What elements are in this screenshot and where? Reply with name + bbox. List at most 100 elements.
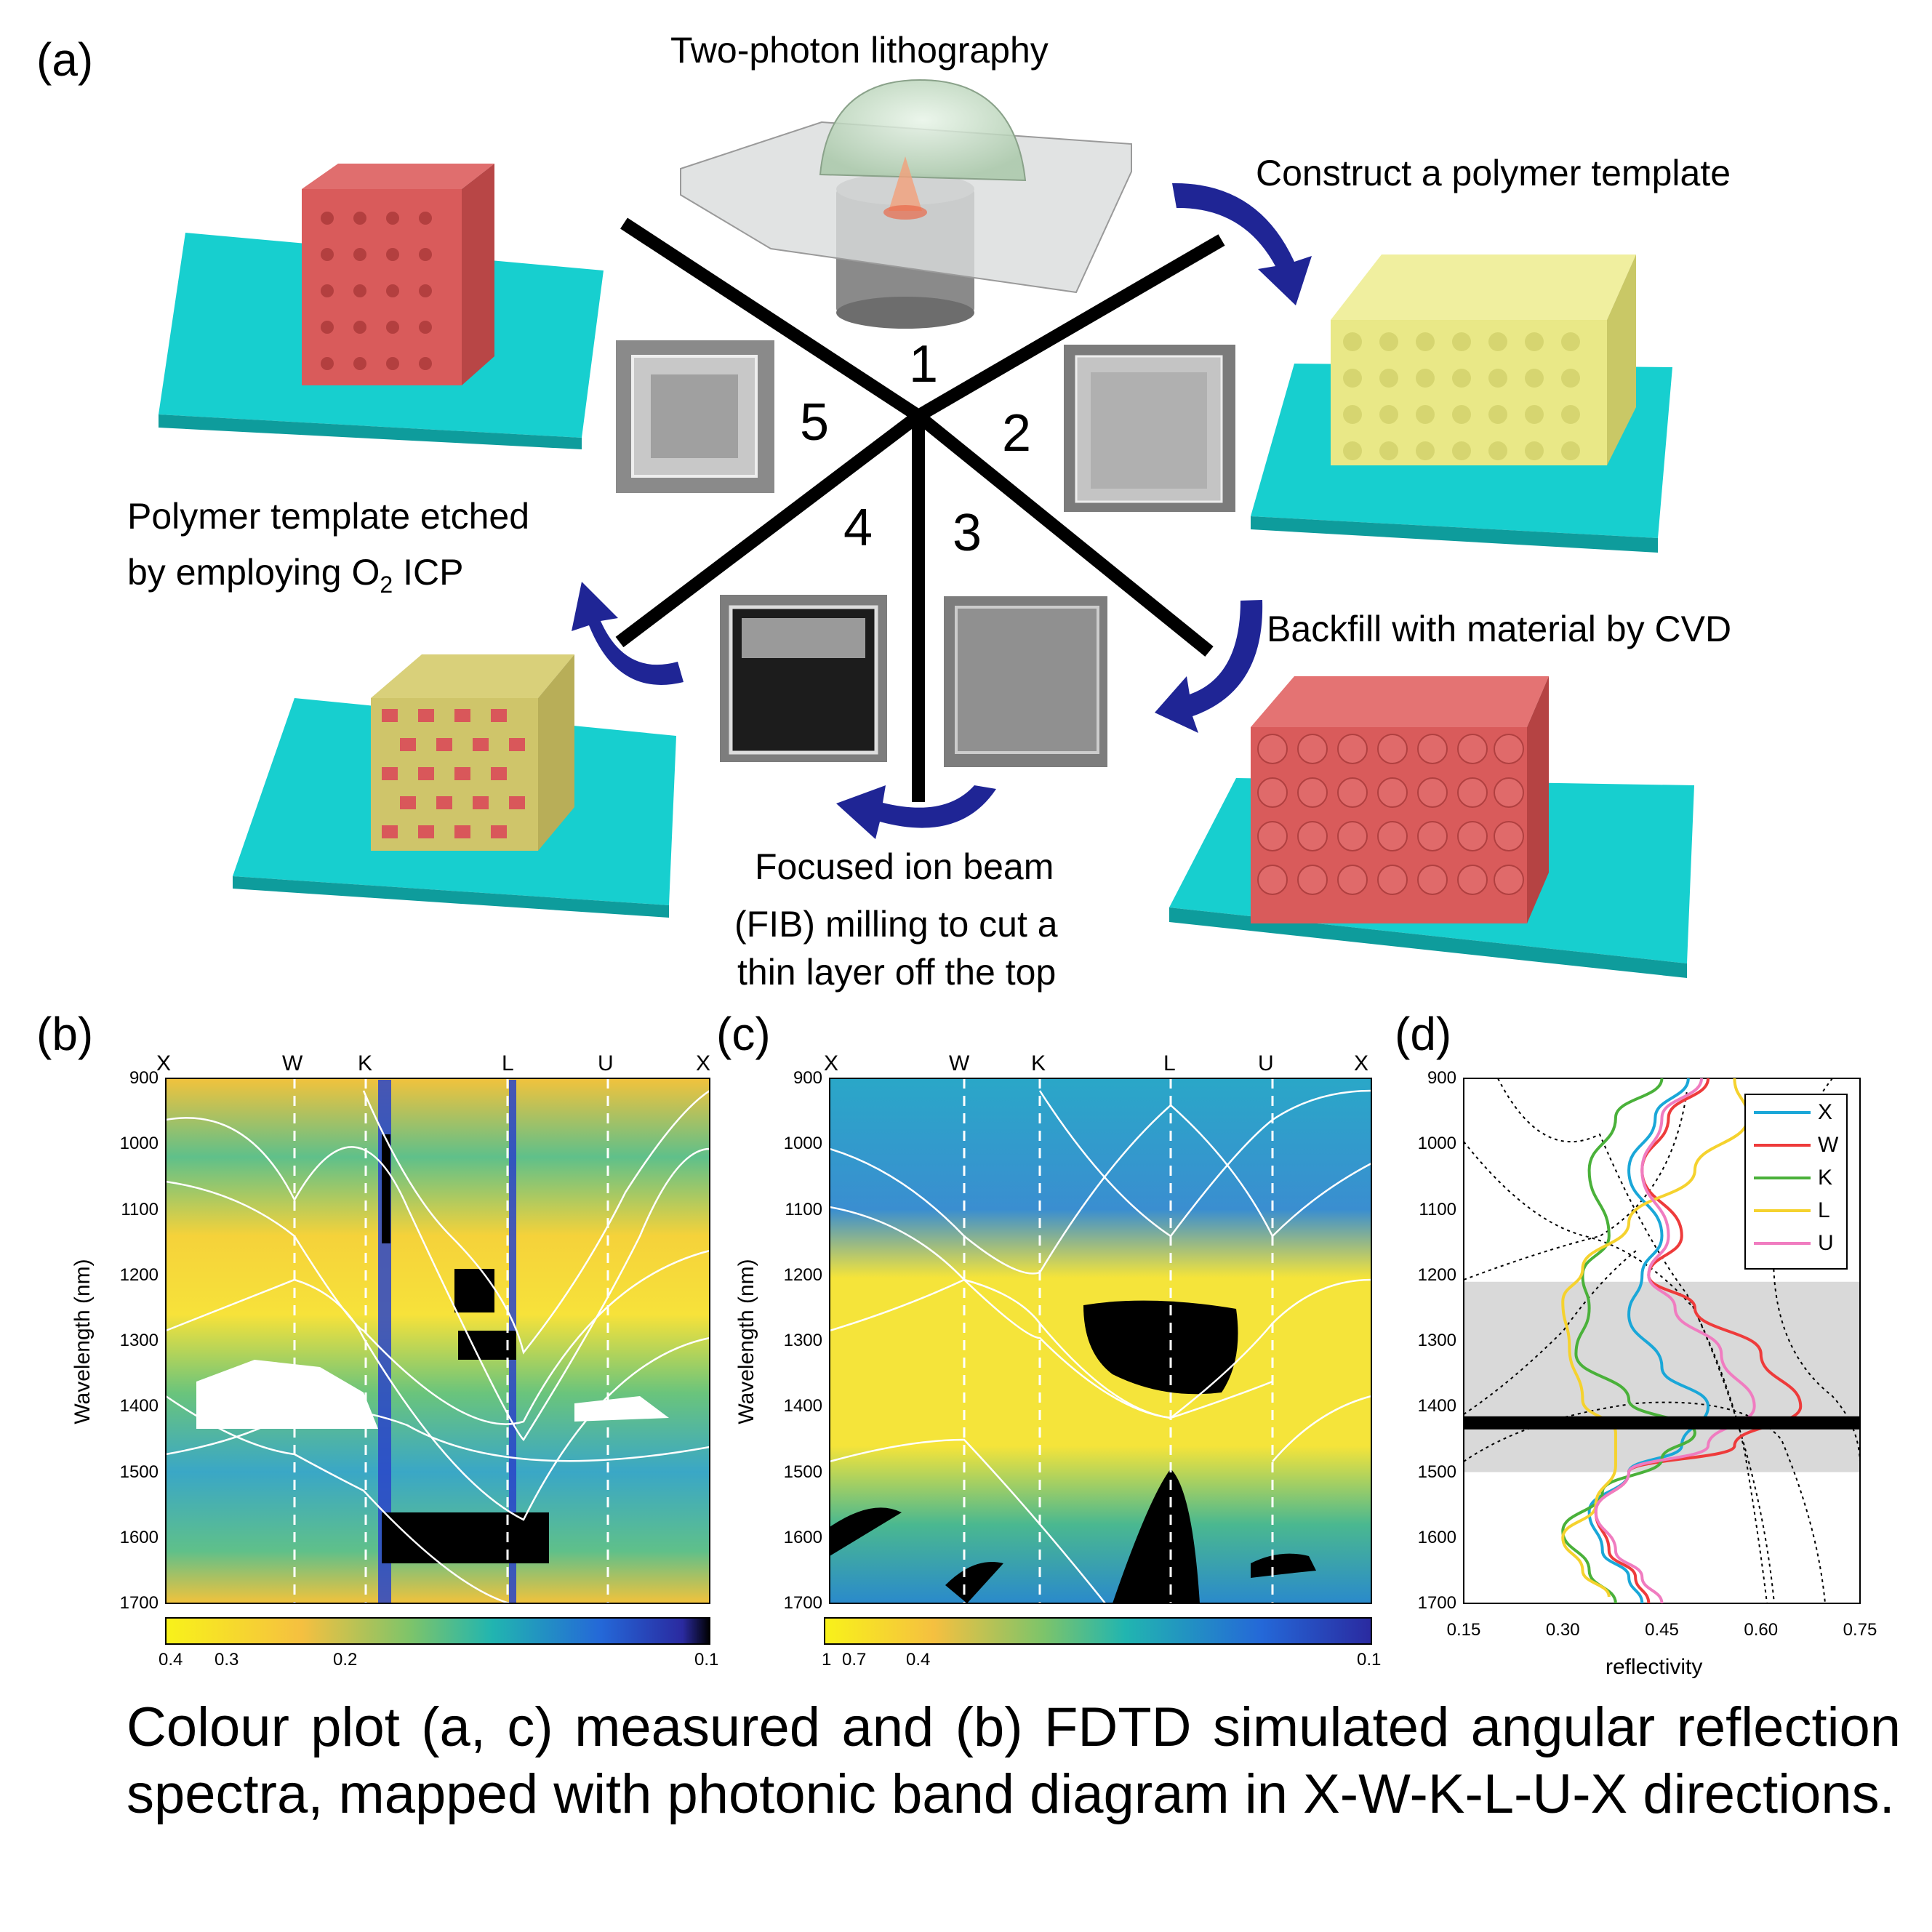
b-cb-tick-4: 0.1 — [694, 1650, 719, 1670]
step-number-4: 4 — [843, 499, 873, 557]
d-xtick-0.75: 0.75 — [1843, 1620, 1877, 1640]
panel-d-letter: (d) — [1395, 1008, 1452, 1060]
d-xlabel: reflectivity — [1606, 1655, 1703, 1679]
sem-image-step5 — [616, 340, 774, 493]
sem-image-step4 — [720, 595, 887, 762]
sem-image-step2 — [1064, 345, 1235, 512]
c-ytick-1300: 1300 — [783, 1331, 822, 1350]
b-sym-L: L — [502, 1051, 514, 1075]
c-sym-X1: X — [824, 1051, 839, 1075]
panel-a-letter: (a) — [36, 33, 94, 86]
panel-b-heatmap — [165, 1078, 710, 1645]
b-cb-tick-1: 0.4 — [159, 1650, 183, 1670]
c-cb-tick-3: 0.4 — [906, 1650, 931, 1670]
step-4-title-line2: (FIB) milling to cut a — [734, 904, 1058, 945]
series-X-line — [1587, 1078, 1710, 1604]
b-sym-W: W — [282, 1051, 303, 1075]
d-xtick-0.30: 0.30 — [1545, 1620, 1580, 1640]
arrow-to-step2 — [1172, 183, 1312, 305]
d-ytick-900: 900 — [1427, 1068, 1456, 1088]
arrow-to-step5 — [572, 582, 684, 685]
c-ytick-900: 900 — [793, 1068, 822, 1088]
b-ylabel: Wavelength (nm) — [71, 1259, 95, 1424]
c-ytick-1600: 1600 — [783, 1527, 822, 1547]
step-5-title-line1: Polymer template etched — [127, 496, 530, 537]
figure-caption: Colour plot (a, c) measured and (b) FDTD… — [127, 1696, 1901, 1825]
c-ylabel: Wavelength (nm) — [734, 1259, 758, 1424]
panel-d-plot — [1463, 1078, 1861, 1604]
d-ytick-1600: 1600 — [1417, 1527, 1456, 1547]
series-U-line — [1594, 1078, 1756, 1604]
d-ytick-1300: 1300 — [1417, 1331, 1456, 1350]
b-sym-X2: X — [696, 1051, 711, 1075]
b-ytick-1600: 1600 — [119, 1527, 159, 1547]
c-ytick-1700: 1700 — [783, 1593, 822, 1613]
milled-cube-illustration — [233, 654, 676, 918]
d-ytick-1400: 1400 — [1417, 1396, 1456, 1416]
c-ytick-1200: 1200 — [783, 1264, 822, 1285]
arrow-to-step3 — [1155, 600, 1263, 733]
backfilled-lattice-illustration — [1169, 676, 1694, 978]
c-sym-K: K — [1031, 1051, 1046, 1075]
panel-c-letter: (c) — [716, 1008, 771, 1060]
d-xtick-0.45: 0.45 — [1645, 1620, 1679, 1640]
d-xtick-0.60: 0.60 — [1744, 1620, 1779, 1640]
arrow-to-step4 — [836, 785, 996, 839]
b-cb-tick-2: 0.3 — [215, 1650, 239, 1670]
b-cb-tick-3: 0.2 — [333, 1650, 358, 1670]
d-ytick-1700: 1700 — [1417, 1593, 1456, 1613]
legend-label-K: K — [1818, 1166, 1833, 1190]
series-K-line — [1561, 1078, 1696, 1604]
shaded-band — [1464, 1281, 1859, 1472]
gap-band — [1464, 1281, 1859, 1472]
d-ytick-1100: 1100 — [1419, 1199, 1456, 1219]
c-cb-tick-1: 1 — [822, 1650, 832, 1670]
b-ytick-1200: 1200 — [119, 1264, 159, 1285]
process-spokes — [615, 217, 1225, 802]
lithography-setup-illustration — [680, 79, 1132, 329]
d-ytick-1200: 1200 — [1417, 1264, 1456, 1285]
b-ytick-1500: 1500 — [119, 1462, 159, 1482]
b-ytick-1700: 1700 — [119, 1593, 159, 1613]
series-L-line — [1561, 1078, 1749, 1598]
b-ytick-1000: 1000 — [119, 1134, 159, 1154]
inverse-lattice-illustration — [159, 164, 604, 449]
step-number-2: 2 — [1002, 404, 1032, 462]
marker-line — [1464, 1416, 1861, 1430]
b-sym-X1: X — [156, 1051, 172, 1075]
step-1-title: Two-photon lithography — [670, 30, 1049, 71]
step-number-1: 1 — [909, 335, 939, 393]
legend-label-L: L — [1818, 1198, 1830, 1222]
step-number-5: 5 — [800, 393, 830, 452]
legend-label-U: U — [1818, 1231, 1834, 1255]
legend-label-W: W — [1818, 1133, 1839, 1157]
c-ytick-1400: 1400 — [783, 1396, 822, 1416]
reflectivity-series — [1561, 1078, 1803, 1604]
c-ytick-1100: 1100 — [785, 1199, 822, 1219]
step-5-title-line2: by employing O2 ICP — [127, 552, 464, 598]
c-cb-tick-4: 0.1 — [1357, 1650, 1382, 1670]
c-ytick-1500: 1500 — [783, 1462, 822, 1482]
c-cb-tick-2: 0.7 — [842, 1650, 867, 1670]
step-2-title: Construct a polymer template — [1256, 153, 1731, 193]
c-sym-W: W — [949, 1051, 970, 1075]
step-number-3: 3 — [953, 504, 982, 562]
c-sym-U: U — [1258, 1051, 1274, 1075]
d-ytick-1000: 1000 — [1417, 1134, 1456, 1154]
d-xtick-0.15: 0.15 — [1446, 1620, 1481, 1640]
c-ytick-1000: 1000 — [783, 1134, 822, 1154]
process-arrows — [572, 183, 1312, 839]
b-ytick-1400: 1400 — [119, 1396, 159, 1416]
polymer-template-illustration — [1251, 254, 1672, 553]
step-4-title-line1: Focused ion beam — [755, 846, 1054, 887]
legend-box — [1744, 1094, 1848, 1270]
wavelength-marker-bar — [1464, 1416, 1861, 1430]
panel-a-diagram — [159, 79, 1694, 978]
b-ytick-1100: 1100 — [121, 1199, 159, 1219]
legend-label-X: X — [1818, 1100, 1833, 1124]
b-sym-U: U — [598, 1051, 614, 1075]
panel-b-letter: (b) — [36, 1008, 94, 1060]
b-ytick-900: 900 — [129, 1068, 159, 1088]
c-sym-L: L — [1163, 1051, 1176, 1075]
c-sym-X2: X — [1354, 1051, 1369, 1075]
